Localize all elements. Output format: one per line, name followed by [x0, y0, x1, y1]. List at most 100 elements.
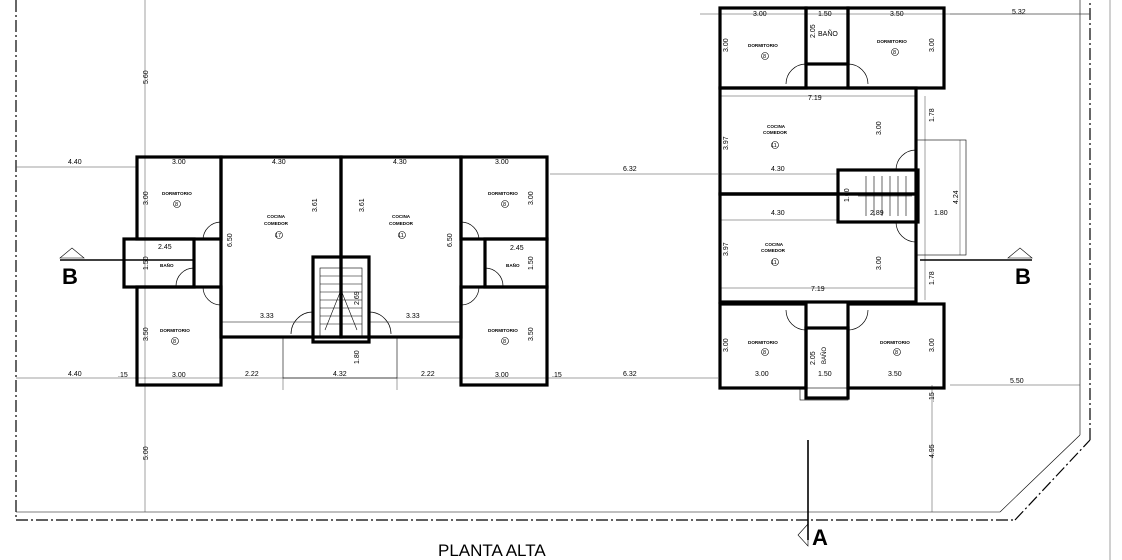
room-number: 8: [503, 202, 506, 208]
room-number: 11: [771, 260, 777, 266]
room-number: 17: [275, 233, 281, 239]
left-building: [122, 155, 549, 387]
dimension-label: 3.00: [143, 191, 150, 205]
dimension-label: 4.30: [272, 159, 286, 166]
dimension-label: .15: [552, 372, 562, 379]
room-label: COMEDOR: [389, 221, 414, 226]
dimension-label: .15: [118, 372, 128, 379]
dimension-label: 6.50: [227, 233, 234, 247]
dimension-label: 1.50: [818, 371, 832, 378]
dimension-label: 4.95: [929, 444, 936, 458]
room-label: COCINA: [765, 242, 784, 247]
section-label-b-left: B: [62, 264, 78, 289]
dimension-label: 3.00: [495, 159, 509, 166]
section-label-b-right: B: [1015, 264, 1031, 289]
room-label: COMEDOR: [264, 221, 289, 226]
dimension-label: 6.32: [623, 371, 637, 378]
dimension-label: 3.00: [495, 372, 509, 379]
room-label: DORMITORIO: [880, 340, 910, 345]
right-dimensions: 3.00 1.50 3.50 5.32 7.19 4.30 4.30 2.89 …: [723, 9, 1026, 458]
dimension-label: 3.00: [723, 38, 730, 52]
dimension-label: 3.00: [753, 11, 767, 18]
dimension-lines: [16, 0, 1090, 512]
dimension-label: 3.50: [528, 327, 535, 341]
right-room-labels: DORMITORIO 8 BAÑO DORMITORIO 8 COCINA CO…: [748, 29, 910, 356]
room-label: DORMITORIO: [748, 340, 778, 345]
dimension-label: 1.60: [844, 188, 851, 202]
room-number: 8: [503, 339, 506, 345]
drawing-title: PLANTA ALTA: [438, 541, 546, 560]
left-dimensions: 4.40 4.40 .15 3.00 3.00 4.30 4.30 3.00 3…: [68, 70, 637, 460]
dimension-label: 5.32: [1012, 9, 1026, 16]
dimension-label: 3.00: [172, 372, 186, 379]
dimension-label: 5.00: [143, 446, 150, 460]
dimension-label: 3.00: [528, 191, 535, 205]
room-label: BAÑO: [821, 347, 828, 364]
dimension-label: 4.30: [771, 166, 785, 173]
dimension-label: 3.00: [755, 371, 769, 378]
room-number: 8: [763, 350, 766, 356]
section-label-a: A: [812, 525, 828, 550]
room-label: DORMITORIO: [488, 328, 518, 333]
room-label: DORMITORIO: [748, 43, 778, 48]
dimension-label: 2.89: [870, 210, 884, 217]
dimension-label: 5.60: [143, 70, 150, 84]
dimension-label: 1.50: [143, 256, 150, 270]
site-boundary: [15, 0, 1111, 560]
room-number: 8: [895, 350, 898, 356]
dimension-label: 3.33: [260, 313, 274, 320]
dimension-label: 4.40: [68, 371, 82, 378]
room-label: DORMITORIO: [162, 191, 192, 196]
room-label: COMEDOR: [761, 248, 786, 253]
room-number: 11: [398, 233, 404, 239]
dimension-label: 3.00: [723, 338, 730, 352]
dimension-label: 1.80: [934, 210, 948, 217]
dimension-label: 6.50: [447, 233, 454, 247]
room-label: DORMITORIO: [488, 191, 518, 196]
dimension-label: 4.30: [771, 210, 785, 217]
room-label: BAÑO: [818, 29, 838, 38]
dimension-label: 3.97: [723, 136, 730, 150]
dimension-label: 1.50: [818, 11, 832, 18]
room-label: COMEDOR: [763, 130, 788, 135]
room-label: BAÑO: [160, 262, 174, 268]
dimension-label: 7.19: [811, 286, 825, 293]
dimension-label: 2.05: [810, 351, 817, 365]
dimension-label: 3.33: [406, 313, 420, 320]
dimension-label: 3.00: [929, 338, 936, 352]
room-label: COCINA: [267, 214, 286, 219]
room-number: 8: [175, 202, 178, 208]
room-label: BAÑO: [506, 262, 520, 268]
dimension-label: 2.69: [354, 291, 361, 305]
room-number: 8: [763, 54, 766, 60]
dimension-label: 2.22: [245, 371, 259, 378]
dimension-label: 7.19: [808, 95, 822, 102]
room-number: 11: [771, 143, 777, 149]
dimension-label: 3.00: [876, 256, 883, 270]
section-marker-b-left: B: [59, 247, 194, 289]
left-room-labels: DORMITORIO 8 BAÑO DORMITORIO 8 COCINA CO…: [160, 191, 520, 345]
dimension-label: 3.61: [312, 198, 319, 212]
dimension-label: 1.80: [354, 350, 361, 364]
dimension-label: 3.00: [876, 121, 883, 135]
dimension-label: 1.78: [929, 108, 936, 122]
room-label: COCINA: [392, 214, 411, 219]
dimension-label: 4.30: [393, 159, 407, 166]
room-label: DORMITORIO: [877, 39, 907, 44]
dimension-label: 2.22: [421, 371, 435, 378]
right-building: [718, 6, 967, 401]
room-number: 8: [893, 50, 896, 56]
dimension-label: 2.45: [158, 244, 172, 251]
dimension-label: .15: [929, 392, 936, 402]
dimension-label: 2.05: [810, 24, 817, 38]
room-label: COCINA: [767, 124, 786, 129]
dimension-label: 1.78: [929, 271, 936, 285]
dimension-label: 3.61: [359, 198, 366, 212]
dimension-label: 4.40: [68, 159, 82, 166]
dimension-label: 3.00: [172, 159, 186, 166]
dimension-label: 1.50: [528, 256, 535, 270]
dimension-label: 3.00: [929, 38, 936, 52]
section-marker-b-right: B: [920, 247, 1033, 289]
dimension-label: 5.50: [1010, 378, 1024, 385]
